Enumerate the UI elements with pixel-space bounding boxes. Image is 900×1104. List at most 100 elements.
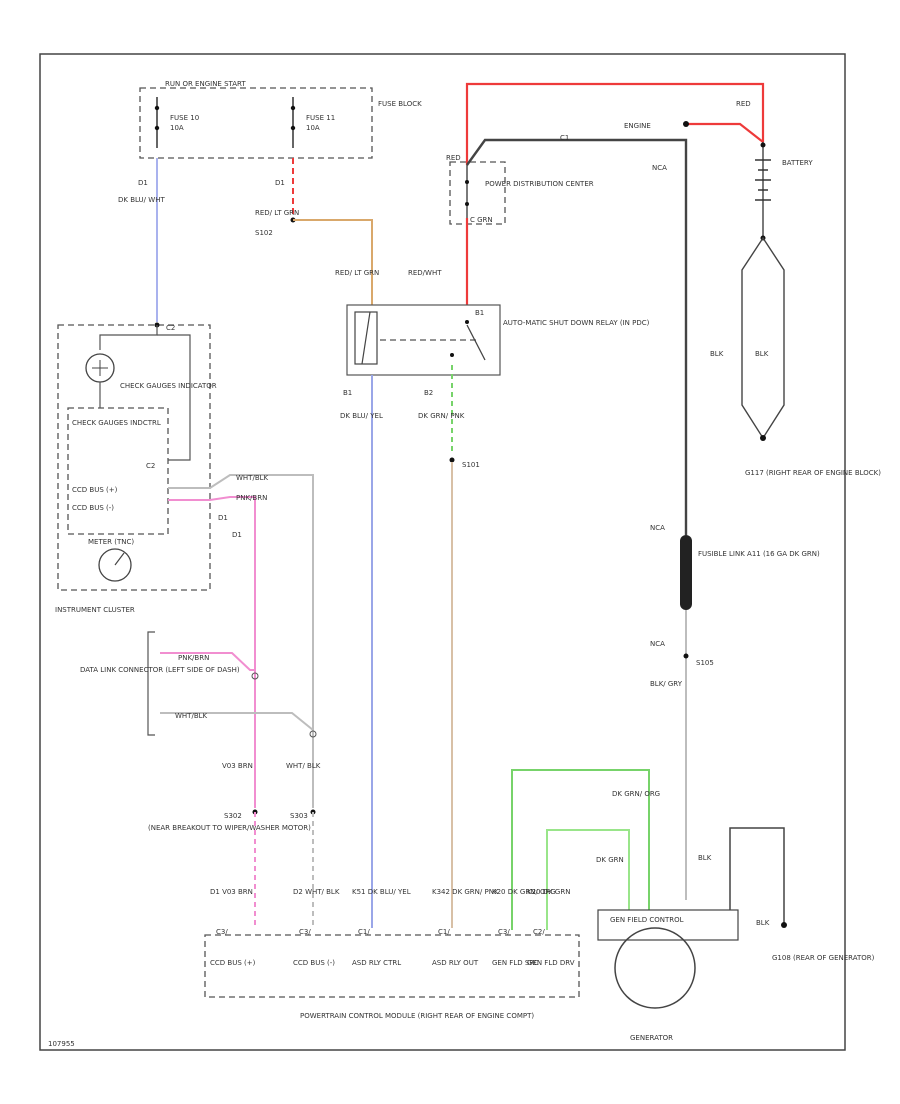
check-gauges-lamp: CHECK GAUGES INDICATOR — [85, 353, 217, 390]
svg-text:FUSIBLE LINK A11 (16 GA DK GRN: FUSIBLE LINK A11 (16 GA DK GRN) — [698, 550, 820, 558]
fuse-block-outline — [139, 87, 373, 159]
svg-text:G108 (REAR OF GENERATOR): G108 (REAR OF GENERATOR) — [772, 954, 875, 962]
svg-text:K20 DK GRN/ ORG: K20 DK GRN/ ORG — [492, 888, 556, 896]
fuse-11: FUSE 11 10A — [290, 97, 335, 148]
splice-s101 — [449, 457, 455, 463]
svg-text:S302: S302 — [224, 812, 242, 820]
wire-pnk-brn-cluster — [168, 496, 256, 808]
svg-text:C3/: C3/ — [498, 928, 510, 936]
svg-text:BLK: BLK — [756, 919, 770, 927]
svg-text:GENERATOR: GENERATOR — [630, 1034, 673, 1042]
svg-text:CCD BUS (-): CCD BUS (-) — [293, 959, 335, 967]
battery: BATTERY — [755, 142, 813, 241]
engine-node — [683, 121, 689, 127]
svg-text:BLK/ GRY: BLK/ GRY — [650, 680, 683, 688]
svg-text:WHT/ BLK: WHT/ BLK — [286, 762, 321, 770]
svg-text:10A: 10A — [306, 124, 320, 132]
svg-text:D1: D1 — [232, 531, 242, 539]
wire-red-batt-top — [465, 82, 765, 165]
pcm-outline — [204, 934, 580, 998]
svg-text:ASD RLY OUT: ASD RLY OUT — [432, 959, 479, 967]
svg-text:K342 DK GRN/ PNK: K342 DK GRN/ PNK — [432, 888, 499, 896]
svg-text:GEN FLD DRV: GEN FLD DRV — [527, 959, 575, 967]
diagram-id: 107955 — [48, 1040, 75, 1048]
svg-text:B1: B1 — [475, 309, 484, 317]
svg-text:WHT/BLK: WHT/BLK — [236, 474, 269, 482]
svg-text:G117 (RIGHT REAR OF ENGINE BLO: G117 (RIGHT REAR OF ENGINE BLOCK) — [745, 469, 881, 477]
wire-engine-red — [686, 122, 764, 143]
svg-text:NCA: NCA — [652, 164, 667, 172]
svg-text:V03 BRN: V03 BRN — [222, 762, 253, 770]
svg-text:C3/: C3/ — [299, 928, 311, 936]
svg-text:C GRN: C GRN — [470, 216, 493, 224]
svg-text:POWERTRAIN CONTROL MODULE (RIG: POWERTRAIN CONTROL MODULE (RIGHT REAR OF… — [300, 1012, 534, 1020]
generator-terminal-block — [597, 909, 739, 941]
svg-text:BATTERY: BATTERY — [782, 159, 813, 167]
svg-text:DK GRN/ ORG: DK GRN/ ORG — [612, 790, 660, 798]
svg-text:DK GRN: DK GRN — [596, 856, 624, 864]
relay-switch — [466, 324, 486, 361]
diagram-frame — [39, 53, 846, 1051]
svg-text:S102: S102 — [255, 229, 273, 237]
fuse-10: FUSE 10 10A — [154, 97, 199, 148]
svg-text:ASD RLY CTRL: ASD RLY CTRL — [352, 959, 401, 967]
svg-text:C1/: C1/ — [438, 928, 450, 936]
svg-text:(NEAR BREAKOUT TO WIPER/WASHER: (NEAR BREAKOUT TO WIPER/WASHER MOTOR) — [148, 824, 311, 832]
cluster-ctrl-outline — [67, 407, 169, 535]
svg-text:C3/: C3/ — [216, 928, 228, 936]
svg-text:DATA LINK CONNECTOR (LEFT SIDE: DATA LINK CONNECTOR (LEFT SIDE OF DASH) — [80, 666, 240, 674]
voltmeter: METER (TNC) — [88, 538, 134, 582]
svg-text:DK GRN/ PNK: DK GRN/ PNK — [418, 412, 465, 420]
svg-text:BLK: BLK — [755, 350, 769, 358]
pcm-pin-4: K342 DK GRN/ PNK C1/ASD RLY OUT — [432, 888, 499, 967]
svg-text:C2: C2 — [166, 324, 175, 332]
svg-text:PNK/BRN: PNK/BRN — [236, 494, 267, 502]
wire-wht-blk-cluster — [168, 474, 314, 808]
generator-circle — [614, 927, 696, 1009]
svg-text:GEN FIELD CONTROL: GEN FIELD CONTROL — [610, 916, 684, 924]
svg-text:D1 V03 BRN: D1 V03 BRN — [210, 888, 253, 896]
relay-coil — [354, 311, 378, 365]
svg-text:D1: D1 — [218, 514, 228, 522]
instrument-cluster-outline — [57, 324, 211, 591]
svg-text:WHT/BLK: WHT/BLK — [175, 712, 208, 720]
svg-text:C1/: C1/ — [358, 928, 370, 936]
svg-text:ENGINE: ENGINE — [624, 122, 651, 130]
svg-text:GEN FLD SRC: GEN FLD SRC — [492, 959, 539, 967]
pcm-pin-5: K20 DK GRN/ ORG C3/GEN FLD SRC — [492, 888, 556, 967]
svg-text:METER (TNC): METER (TNC) — [88, 538, 134, 546]
svg-text:PNK/BRN: PNK/BRN — [178, 654, 209, 662]
pdc-outline — [449, 161, 506, 225]
svg-text:DK BLU/ YEL: DK BLU/ YEL — [340, 412, 383, 420]
svg-text:AUTO-MATIC SHUT DOWN RELAY (IN: AUTO-MATIC SHUT DOWN RELAY (IN PDC) — [503, 319, 650, 327]
svg-text:K20 DK GRN: K20 DK GRN — [527, 888, 570, 896]
splice-s105 — [683, 653, 689, 659]
svg-text:S105: S105 — [696, 659, 714, 667]
wire-wht-blk-dlc — [160, 712, 314, 731]
svg-text:S101: S101 — [462, 461, 480, 469]
svg-text:B2: B2 — [424, 389, 433, 397]
svg-text:NCA: NCA — [650, 640, 665, 648]
pcm-pin-2: D2 WHT/ BLK C3/CCD BUS (-) — [293, 888, 340, 967]
svg-text:S303: S303 — [290, 812, 308, 820]
asd-relay-outline — [346, 304, 501, 376]
svg-text:RED: RED — [446, 154, 461, 162]
svg-text:D2 WHT/ BLK: D2 WHT/ BLK — [293, 888, 340, 896]
svg-text:D1: D1 — [138, 179, 148, 187]
svg-text:BLK: BLK — [710, 350, 724, 358]
svg-text:RED/WHT: RED/WHT — [408, 269, 442, 277]
svg-text:INSTRUMENT CLUSTER: INSTRUMENT CLUSTER — [55, 606, 135, 614]
wire-blk-gen-ground — [729, 827, 785, 925]
fuse-block-label: FUSE BLOCK — [378, 100, 422, 108]
svg-text:RED/ LT GRN: RED/ LT GRN — [335, 269, 379, 277]
svg-text:CHECK GAUGES INDICATOR: CHECK GAUGES INDICATOR — [120, 382, 217, 390]
svg-text:C2: C2 — [146, 462, 155, 470]
wire-pnk-brn-dlc — [160, 652, 255, 671]
svg-text:FUSE 10: FUSE 10 — [170, 114, 199, 122]
svg-text:FUSE 11: FUSE 11 — [306, 114, 335, 122]
svg-text:RED: RED — [736, 100, 751, 108]
